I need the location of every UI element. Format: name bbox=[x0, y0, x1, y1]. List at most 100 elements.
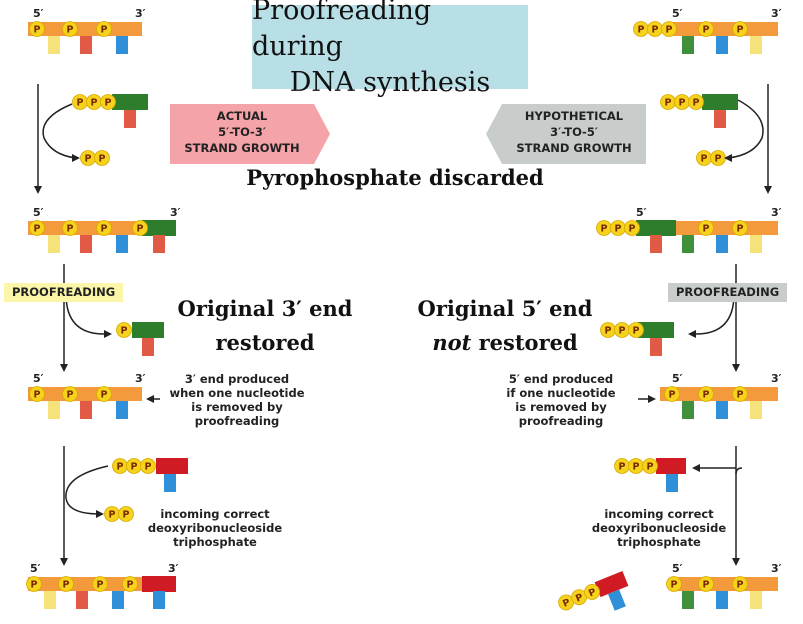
base bbox=[750, 36, 762, 54]
nucleotide-base bbox=[164, 474, 176, 492]
backbone bbox=[676, 221, 778, 235]
phosphate-p-label: P bbox=[101, 390, 108, 401]
phosphate: P bbox=[94, 150, 110, 166]
arrow-text-line: STRAND GROWTH bbox=[516, 141, 631, 155]
phosphate: P bbox=[26, 576, 42, 592]
phosphate: P bbox=[86, 94, 102, 110]
phosphate-p-label: P bbox=[619, 462, 626, 473]
phosphate-p-label: P bbox=[587, 587, 598, 600]
phosphate: P bbox=[584, 584, 600, 600]
caption-right-line-3: is removed by bbox=[515, 400, 607, 414]
phosphate-p-label: P bbox=[67, 25, 74, 36]
phosphate-p-label: P bbox=[703, 224, 710, 235]
phosphate-p-label: P bbox=[701, 154, 708, 165]
left-incoming-curve bbox=[65, 465, 109, 515]
phosphate-circle bbox=[661, 21, 677, 37]
right-arrow-3-head bbox=[732, 558, 740, 566]
five-prime-label: 5′ bbox=[30, 562, 41, 575]
phosphate-p-label: P bbox=[91, 98, 98, 109]
phosphate-circle bbox=[29, 21, 45, 37]
three-prime-label: 3′ bbox=[168, 562, 179, 575]
phosphate-p-label: P bbox=[693, 98, 700, 109]
phosphate-circle bbox=[116, 322, 132, 338]
phosphate: P bbox=[96, 21, 112, 37]
phosphate: P bbox=[732, 576, 748, 592]
backbone bbox=[672, 22, 778, 36]
phosphate: P bbox=[62, 220, 78, 236]
original-3-end-line-1: Original 3′ end bbox=[177, 296, 353, 321]
phosphate: P bbox=[122, 576, 138, 592]
not-word: not bbox=[432, 330, 472, 355]
phosphate-p-label: P bbox=[679, 98, 686, 109]
phosphate-circle bbox=[26, 576, 42, 592]
phosphate: P bbox=[112, 458, 128, 474]
base bbox=[716, 591, 728, 609]
base bbox=[116, 36, 128, 54]
phosphate-p-label: P bbox=[67, 390, 74, 401]
phosphate-p-label: P bbox=[647, 462, 654, 473]
incoming-right-line-1: incoming correct bbox=[604, 507, 714, 521]
phosphate-circle bbox=[698, 386, 714, 402]
phosphate: P bbox=[698, 386, 714, 402]
nucleotide-base bbox=[608, 589, 626, 611]
base bbox=[716, 401, 728, 419]
original-5-end-line-1: Original 5′ end bbox=[417, 296, 593, 321]
phosphate-circle bbox=[140, 458, 156, 474]
notch-cutout bbox=[674, 322, 681, 338]
phosphate-circle bbox=[62, 386, 78, 402]
base bbox=[80, 36, 92, 54]
phosphate-p-label: P bbox=[34, 224, 41, 235]
phosphate: P bbox=[732, 386, 748, 402]
base bbox=[112, 591, 124, 609]
phosphate: P bbox=[664, 386, 680, 402]
phosphate-p-label: P bbox=[63, 580, 70, 591]
phosphate-p-label: P bbox=[666, 25, 673, 36]
left-caption-pointer-head bbox=[146, 395, 154, 403]
three-prime-label: 3′ bbox=[170, 206, 181, 219]
phosphate: P bbox=[660, 94, 676, 110]
three-prime-label: 3′ bbox=[135, 7, 146, 20]
phosphate: P bbox=[633, 21, 649, 37]
backbone bbox=[660, 387, 778, 401]
nucleotide-sugar bbox=[656, 458, 686, 474]
base bbox=[682, 36, 694, 54]
phosphate-circle bbox=[92, 576, 108, 592]
pyrophosphate-label: Pyrophosphate discarded bbox=[246, 165, 544, 190]
phosphate-circle bbox=[62, 21, 78, 37]
left-ppi-curve-head bbox=[72, 154, 80, 162]
phosphate-p-label: P bbox=[737, 390, 744, 401]
base bbox=[80, 401, 92, 419]
phosphate: P bbox=[96, 220, 112, 236]
phosphate: P bbox=[596, 220, 612, 236]
notch-cutout bbox=[164, 322, 171, 338]
base bbox=[682, 401, 694, 419]
base bbox=[48, 36, 60, 54]
arrow-text-line: ACTUAL bbox=[217, 109, 268, 123]
notch-cutout bbox=[176, 220, 183, 236]
phosphate-p-label: P bbox=[737, 224, 744, 235]
phosphate-circle bbox=[698, 21, 714, 37]
right-incoming-curve bbox=[735, 467, 743, 475]
phosphate: P bbox=[92, 576, 108, 592]
incoming-left-line-3: triphosphate bbox=[173, 535, 257, 549]
five-prime-label: 5′ bbox=[672, 7, 683, 20]
base bbox=[716, 36, 728, 54]
phosphate: P bbox=[628, 322, 644, 338]
base bbox=[44, 591, 56, 609]
nucleotide-base bbox=[124, 110, 136, 128]
arrow-text-line: 3′-TO-5′ bbox=[550, 125, 598, 139]
phosphate-p-label: P bbox=[34, 390, 41, 401]
left-arrow-1-head bbox=[34, 186, 42, 194]
phosphate-circle bbox=[58, 576, 74, 592]
title-line-1: Proofreading during bbox=[252, 0, 432, 62]
nucleotide-sugar bbox=[156, 458, 188, 474]
phosphate-circle bbox=[100, 94, 116, 110]
